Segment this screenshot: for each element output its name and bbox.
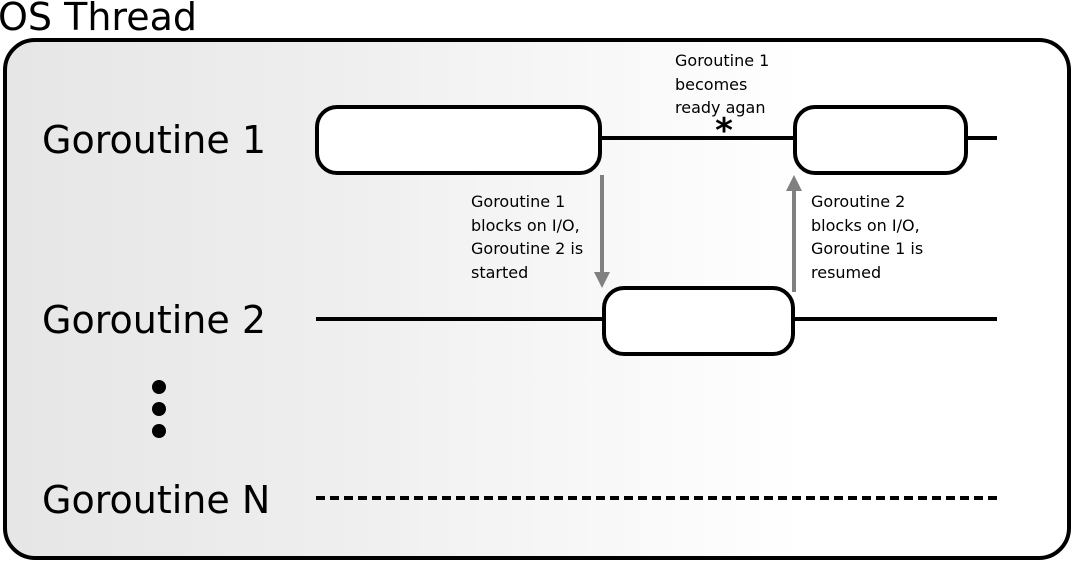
goroutine-2-running-block xyxy=(602,286,795,356)
ready-again-note: Goroutine 1 becomes ready agan xyxy=(675,51,770,117)
os-thread-title: OS Thread xyxy=(0,0,197,39)
switch-to-goroutine-2-note: Goroutine 1 blocks on I/O, Goroutine 2 i… xyxy=(471,192,584,282)
goroutine-1-label: Goroutine 1 xyxy=(42,118,266,162)
ready-asterisk-marker: * xyxy=(715,111,733,151)
ellipsis-dot xyxy=(152,380,166,394)
ellipsis-dot xyxy=(152,402,166,416)
goroutine-2-label: Goroutine 2 xyxy=(42,298,266,342)
goroutine-1-resumed-block xyxy=(793,105,968,175)
switch-to-goroutine-1-note: Goroutine 2 blocks on I/O, Goroutine 1 i… xyxy=(811,192,924,282)
ellipsis-dot xyxy=(152,424,166,438)
goroutine-n-label: Goroutine N xyxy=(42,478,271,522)
goroutine-1-running-block xyxy=(315,105,602,175)
